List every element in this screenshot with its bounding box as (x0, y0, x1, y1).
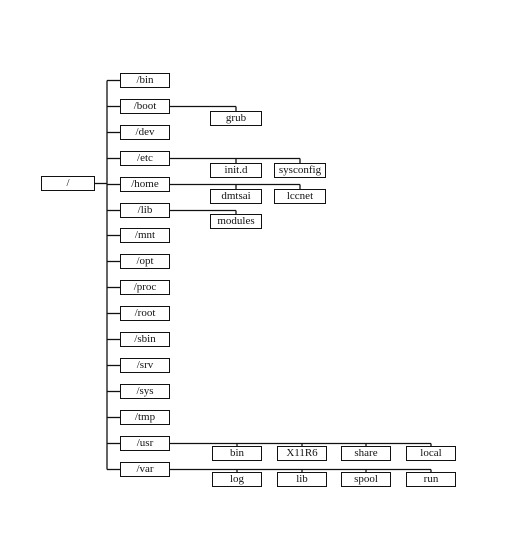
dir-var-log: log (212, 472, 262, 487)
dir-sbin: /sbin (120, 332, 170, 347)
dir-var: /var (120, 462, 170, 477)
dir-usr-share: share (341, 446, 391, 461)
dir-proc: /proc (120, 280, 170, 295)
dir-grub: grub (210, 111, 262, 126)
dir-mnt: /mnt (120, 228, 170, 243)
dir-var-spool: spool (341, 472, 391, 487)
dir-opt: /opt (120, 254, 170, 269)
dir-modules: modules (210, 214, 262, 229)
dir-var-run: run (406, 472, 456, 487)
dir-srv: /srv (120, 358, 170, 373)
dir-usr: /usr (120, 436, 170, 451)
dir-sysconfig: sysconfig (274, 163, 326, 178)
dir-etc: /etc (120, 151, 170, 166)
dir-usr-bin: bin (212, 446, 262, 461)
dir-var-lib: lib (277, 472, 327, 487)
dir-tmp: /tmp (120, 410, 170, 425)
dir-usr-x11r6: X11R6 (277, 446, 327, 461)
dir-dev: /dev (120, 125, 170, 140)
dir-usr-local: local (406, 446, 456, 461)
dir-dmtsai: dmtsai (210, 189, 262, 204)
dir-sys: /sys (120, 384, 170, 399)
dir-home: /home (120, 177, 170, 192)
dir-init-d: init.d (210, 163, 262, 178)
dir-root: /root (120, 306, 170, 321)
dir-bin: /bin (120, 73, 170, 88)
dir-lib: /lib (120, 203, 170, 218)
dir-lccnet: lccnet (274, 189, 326, 204)
dir-boot: /boot (120, 99, 170, 114)
root-directory: / (41, 176, 95, 191)
